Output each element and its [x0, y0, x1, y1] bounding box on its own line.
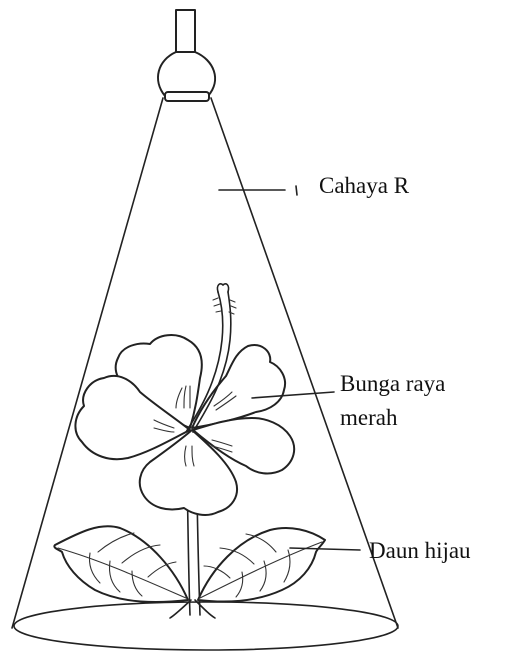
lamp: [158, 10, 215, 101]
lamp-base: [165, 92, 209, 101]
floor-ellipse: [14, 602, 398, 650]
leader-tick-light: [296, 186, 297, 195]
label-flower: Bunga raya: [340, 370, 445, 397]
right-leaf: [198, 528, 325, 601]
lamp-cap: [176, 10, 195, 54]
label-leaf: Daun hijau: [369, 537, 471, 564]
hibiscus-flower: [75, 284, 294, 515]
label-flower-line2: merah: [340, 404, 397, 431]
lamp-bulb: [158, 52, 215, 96]
left-leaf: [54, 526, 188, 602]
label-light: Cahaya R: [319, 172, 409, 199]
